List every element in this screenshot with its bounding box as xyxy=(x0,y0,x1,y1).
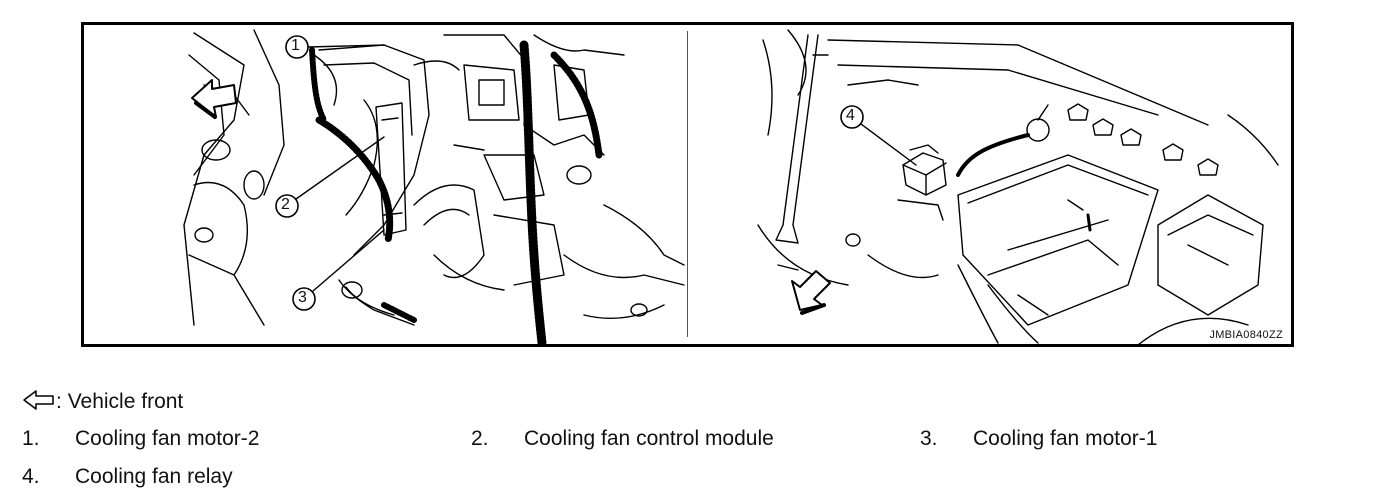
legend-item-label-4: Cooling fan relay xyxy=(75,465,233,488)
symbol-colon: : xyxy=(56,390,62,413)
callout-3 xyxy=(292,229,385,311)
legend-item-number-2: 2. xyxy=(471,427,489,450)
figure-reference-code: JMBIA0840ZZ xyxy=(1209,329,1283,341)
front-arrow-symbol-icon xyxy=(23,390,54,410)
legend-item-label-3: Cooling fan motor-1 xyxy=(973,427,1158,450)
legend-item-label-1: Cooling fan motor-2 xyxy=(75,427,260,450)
legend-item-number-4: 4. xyxy=(22,465,40,488)
component-location-figure: 1 2 3 xyxy=(81,22,1294,347)
legend-item-number-3: 3. xyxy=(920,427,938,450)
callout-3-label: 3 xyxy=(298,289,307,306)
legend-item-number-1: 1. xyxy=(22,427,40,450)
panel-divider xyxy=(687,31,688,337)
symbol-note: Vehicle front xyxy=(67,390,184,413)
callout-2 xyxy=(275,136,385,218)
left-view-panel: 1 2 3 xyxy=(84,25,687,344)
legend-item-label-2: Cooling fan control module xyxy=(524,427,774,450)
callout-4 xyxy=(840,105,917,166)
callout-2-label: 2 xyxy=(281,196,290,213)
right-view-panel: 4 JMBIA0840ZZ xyxy=(688,25,1291,344)
callout-1 xyxy=(285,35,385,59)
relay-location-drawing xyxy=(757,29,1279,344)
legend-symbol-row: : Vehicle front xyxy=(22,389,183,414)
vehicle-front-arrow-icon-2 xyxy=(791,270,831,315)
engine-bay-drawing xyxy=(183,29,685,344)
callout-4-label: 4 xyxy=(846,107,855,124)
vehicle-front-arrow-icon xyxy=(191,79,237,119)
callout-1-label: 1 xyxy=(291,37,300,54)
